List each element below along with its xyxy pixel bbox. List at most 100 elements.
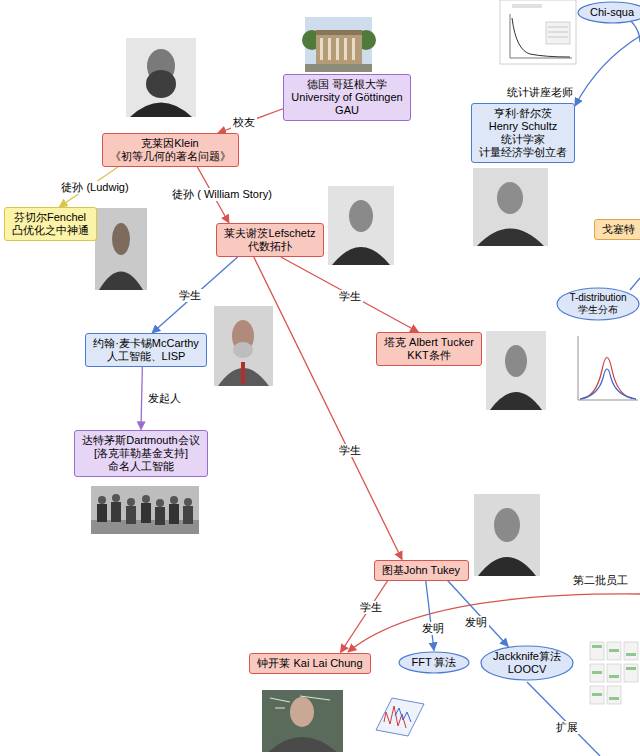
chi-square-chart — [512, 18, 570, 57]
group-photo — [111, 502, 121, 522]
university-photo — [320, 38, 323, 60]
portrait-photo — [473, 168, 548, 246]
group-photo — [91, 486, 199, 534]
connector-label: 统计讲座老师 — [505, 86, 575, 99]
edge-label: 学生 — [358, 601, 384, 614]
node-text: 莱夫谢茨Lefschetz — [223, 227, 317, 240]
edge-label: 校友 — [231, 116, 257, 129]
chi-square-chart — [548, 27, 568, 28]
portrait-photo — [486, 331, 546, 410]
node-text: 约翰·麦卡锡McCarthy — [92, 337, 200, 350]
ellipse-outline — [557, 288, 639, 320]
jackknife-thumbnails — [624, 642, 638, 660]
connector-label: 第二批员工 — [571, 574, 630, 587]
portrait-photo — [349, 200, 373, 232]
portrait-photo — [478, 557, 536, 576]
group-photo — [156, 499, 164, 507]
connector-label: 扩展 — [554, 721, 580, 734]
connector-line — [341, 581, 388, 653]
jackknife-thumbnails — [592, 671, 602, 674]
node-text: 计量经济学创立者 — [478, 146, 568, 159]
portrait-photo — [126, 38, 196, 117]
institution-box: 德国 哥廷根大学University of GöttingenGAU — [283, 74, 411, 121]
offpage-connector — [575, 36, 640, 106]
portrait-photo — [241, 362, 245, 384]
university-photo — [336, 38, 339, 60]
chi-square-chart — [510, 14, 511, 58]
group-photo — [141, 503, 151, 523]
node-text: 《初等几何的著名问题》 — [109, 150, 232, 163]
person-box: 亨利·舒尔茨Henry Schultz统计学家计量经济学创立者 — [471, 103, 575, 163]
chi-square-chart — [500, 0, 576, 64]
portrait-photo — [233, 342, 253, 358]
jackknife-thumbnails — [607, 664, 621, 682]
group-photo — [169, 504, 179, 524]
portrait-photo — [262, 690, 343, 752]
portrait-photo — [328, 186, 394, 265]
institution-box: 达特茅斯Dartmouth会议[洛克菲勒基金支持]命名人工智能 — [74, 430, 208, 477]
person-box: 戈塞特 — [594, 219, 640, 240]
node-text: KKT条件 — [383, 349, 475, 362]
edge-label: 徒孙 (Ludwig) — [59, 181, 130, 194]
portrait-photo — [268, 737, 337, 752]
edge-label: 学生 — [337, 444, 363, 457]
portrait-photo — [486, 331, 546, 410]
node-text: 戈塞特 — [601, 223, 636, 236]
node-text: 图基John Tukey — [381, 564, 462, 577]
node-text: LOOCV — [492, 663, 562, 676]
t-distribution-chart — [572, 330, 640, 415]
edge-label: 发起人 — [146, 392, 183, 405]
chi-square-chart — [548, 37, 568, 38]
t-distribution-chart — [578, 336, 579, 400]
jackknife-thumbnails — [624, 664, 638, 682]
university-photo — [328, 38, 331, 60]
offpage-connector — [630, 278, 640, 290]
fft-illustration — [395, 708, 411, 722]
university-photo — [302, 17, 376, 72]
jackknife-thumbnails — [607, 642, 621, 660]
portrait-photo — [328, 186, 394, 265]
node-text: 命名人工智能 — [81, 460, 201, 473]
group-photo — [112, 494, 120, 502]
ellipse-outline — [578, 2, 640, 23]
node-text: Jackknife算法 — [492, 650, 562, 663]
chi-square-chart — [546, 22, 570, 44]
concept-ellipse: Jackknife算法LOOCV — [480, 645, 574, 681]
edge-label: 发明 — [463, 616, 489, 629]
university-photo — [305, 64, 372, 72]
group-photo — [98, 496, 106, 504]
t-distribution-chart — [578, 400, 638, 401]
jackknife-thumbnails — [609, 675, 619, 678]
portrait-photo — [505, 345, 527, 377]
fft-illustration — [376, 698, 424, 736]
portrait-photo — [494, 508, 520, 542]
node-text: Chi-squa — [589, 6, 636, 19]
chi-square-chart — [548, 32, 568, 33]
portrait-photo — [474, 494, 540, 576]
offpage-connector — [527, 682, 600, 756]
node-text: 统计学家 — [478, 133, 568, 146]
portrait-photo — [99, 272, 143, 291]
node-text: University of Göttingen — [290, 91, 404, 104]
portrait-photo — [473, 168, 548, 246]
node-text: FFT 算法 — [410, 656, 458, 669]
university-photo — [344, 38, 347, 60]
edge-label: 徒孙 ( William Story) — [170, 188, 274, 201]
group-photo — [170, 496, 178, 504]
group-photo — [91, 486, 199, 534]
portrait-photo — [490, 392, 542, 410]
group-photo — [184, 498, 192, 506]
offpage-connector — [630, 20, 640, 42]
offpage-connector — [348, 594, 640, 652]
connector-line — [218, 109, 283, 133]
portrait-photo — [332, 247, 390, 265]
jackknife-thumbnails — [609, 649, 619, 652]
node-text: 达特茅斯Dartmouth会议 — [81, 434, 201, 447]
portrait-photo — [95, 208, 147, 290]
person-box: 莱夫谢茨Lefschetz代数拓扑 — [216, 223, 324, 257]
node-text: 代数拓扑 — [223, 240, 317, 253]
jackknife-thumbnails — [590, 642, 638, 704]
node-text: GAU — [290, 104, 404, 117]
chi-square-chart — [500, 0, 576, 64]
